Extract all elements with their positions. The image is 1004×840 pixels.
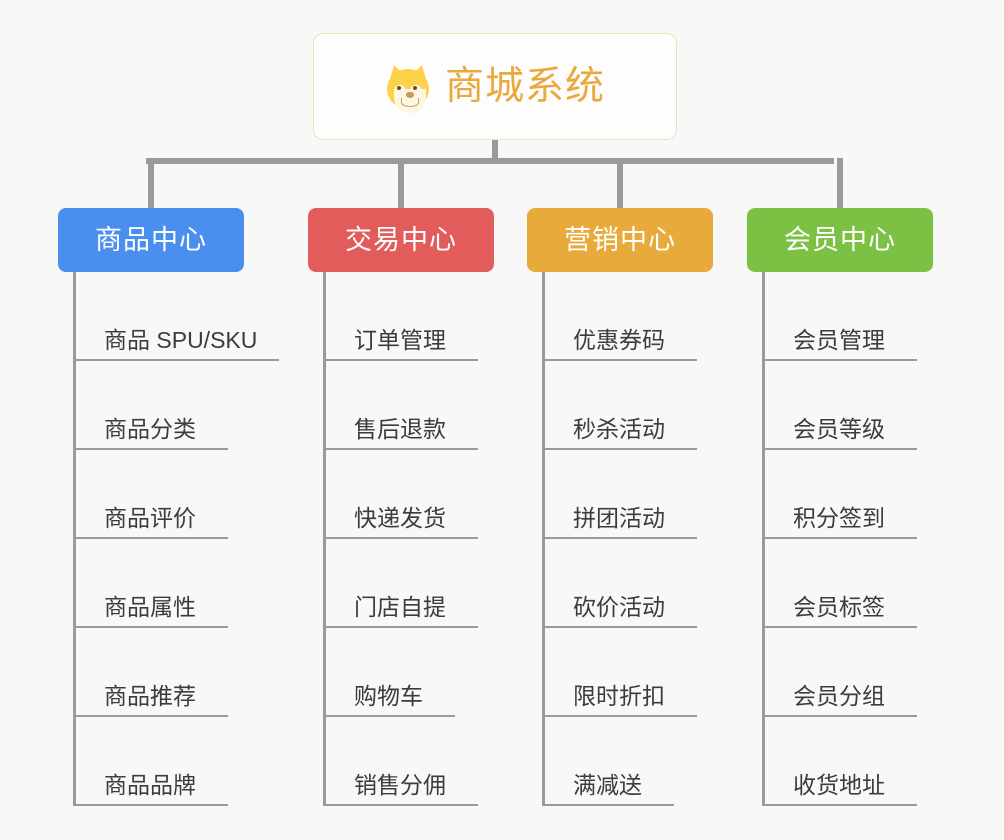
leaf-item-rule	[323, 715, 455, 717]
leaf-item-rule	[542, 448, 697, 450]
category-label: 交易中心	[345, 224, 457, 255]
branch-trunk	[762, 272, 765, 806]
root-title: 商城系统	[444, 65, 605, 108]
connector-horizontal-bar	[146, 158, 834, 164]
leaf-item-label: 商品 SPU/SKU	[104, 327, 258, 353]
leaf-item-rule	[762, 537, 917, 539]
leaf-item[interactable]: 限时折扣	[542, 628, 697, 717]
category-card-0[interactable]: 商品中心	[58, 208, 244, 272]
dog-face-icon	[385, 62, 431, 113]
connector-drop-1	[398, 158, 404, 210]
leaf-item[interactable]: 商品品牌	[73, 717, 228, 806]
leaf-item[interactable]: 售后退款	[323, 361, 478, 450]
leaf-item-label: 购物车	[354, 683, 423, 709]
leaf-item-rule	[323, 537, 478, 539]
leaf-item-label: 会员标签	[793, 594, 885, 620]
root-node-shop-system[interactable]: 商城系统	[313, 33, 677, 140]
leaf-item-label: 门店自提	[354, 594, 446, 620]
category-card-1[interactable]: 交易中心	[308, 208, 494, 272]
leaf-item-label: 会员分组	[793, 683, 885, 709]
leaf-item-rule	[323, 359, 478, 361]
leaf-item[interactable]: 会员标签	[762, 539, 917, 628]
leaf-item-rule	[542, 537, 697, 539]
leaf-item-rule	[323, 448, 478, 450]
leaf-item[interactable]: 会员分组	[762, 628, 917, 717]
leaf-item-label: 砍价活动	[573, 594, 665, 620]
leaf-item[interactable]: 砍价活动	[542, 539, 697, 628]
leaf-item-rule	[762, 626, 917, 628]
leaf-item-rule	[73, 448, 228, 450]
leaf-item-label: 商品评价	[104, 505, 196, 531]
leaf-item-rule	[542, 804, 674, 806]
dog-head-icon	[386, 68, 429, 113]
leaf-item-rule	[542, 715, 697, 717]
leaf-item[interactable]: 优惠券码	[542, 272, 697, 361]
leaf-item[interactable]: 满减送	[542, 717, 674, 806]
leaf-item[interactable]: 商品属性	[73, 539, 228, 628]
leaf-item[interactable]: 商品分类	[73, 361, 228, 450]
category-label: 营销中心	[564, 224, 676, 255]
connector-drop-3	[837, 158, 843, 210]
leaf-item-rule	[542, 359, 697, 361]
leaf-item[interactable]: 会员等级	[762, 361, 917, 450]
leaf-item-rule	[323, 804, 478, 806]
leaf-item-rule	[73, 804, 228, 806]
leaf-item-rule	[73, 626, 228, 628]
leaf-item-rule	[762, 804, 917, 806]
leaf-item-label: 积分签到	[793, 505, 885, 531]
leaf-item[interactable]: 收货地址	[762, 717, 917, 806]
leaf-item-rule	[323, 626, 478, 628]
leaf-item[interactable]: 秒杀活动	[542, 361, 697, 450]
leaf-item-label: 快递发货	[354, 505, 446, 531]
leaf-item[interactable]: 销售分佣	[323, 717, 478, 806]
leaf-item-rule	[542, 626, 697, 628]
leaf-item[interactable]: 订单管理	[323, 272, 478, 361]
category-label: 商品中心	[95, 224, 207, 255]
leaf-item-label: 限时折扣	[573, 683, 665, 709]
leaf-item-label: 销售分佣	[354, 772, 446, 798]
leaf-item[interactable]: 商品评价	[73, 450, 228, 539]
leaf-item-rule	[762, 448, 917, 450]
leaf-item-label: 商品推荐	[104, 683, 196, 709]
leaf-item[interactable]: 商品推荐	[73, 628, 228, 717]
dog-eye-left-icon	[394, 84, 405, 91]
category-label: 会员中心	[784, 224, 896, 255]
leaf-item-rule	[73, 715, 228, 717]
leaf-item-label: 商品属性	[104, 594, 196, 620]
leaf-item-rule	[73, 537, 228, 539]
leaf-item-label: 满减送	[573, 772, 642, 798]
leaf-item-label: 订单管理	[354, 327, 446, 353]
leaf-item-label: 商品分类	[104, 416, 196, 442]
branch-trunk	[542, 272, 545, 806]
leaf-item-label: 会员管理	[793, 327, 885, 353]
leaf-item[interactable]: 会员管理	[762, 272, 917, 361]
connector-drop-0	[148, 158, 154, 210]
leaf-item-label: 会员等级	[793, 416, 885, 442]
leaf-item-label: 秒杀活动	[573, 416, 665, 442]
dog-eye-right-icon	[410, 84, 421, 91]
connector-root-stem	[492, 140, 498, 164]
leaf-item[interactable]: 积分签到	[762, 450, 917, 539]
category-card-2[interactable]: 营销中心	[527, 208, 713, 272]
leaf-item[interactable]: 拼团活动	[542, 450, 697, 539]
leaf-item-label: 收货地址	[793, 772, 885, 798]
leaf-item[interactable]: 购物车	[323, 628, 455, 717]
leaf-item-label: 商品品牌	[104, 772, 196, 798]
leaf-item-label: 售后退款	[354, 416, 446, 442]
leaf-item-rule	[73, 359, 279, 361]
leaf-item-rule	[762, 715, 917, 717]
branch-trunk	[73, 272, 76, 806]
leaf-item[interactable]: 商品 SPU/SKU	[73, 272, 279, 361]
branch-trunk	[323, 272, 326, 806]
connector-drop-2	[617, 158, 623, 210]
leaf-item[interactable]: 快递发货	[323, 450, 478, 539]
leaf-item-label: 拼团活动	[573, 505, 665, 531]
dog-nose-icon	[405, 91, 414, 98]
leaf-item-label: 优惠券码	[573, 327, 665, 353]
leaf-item[interactable]: 门店自提	[323, 539, 478, 628]
dog-mouth-icon	[400, 97, 419, 107]
category-card-3[interactable]: 会员中心	[747, 208, 933, 272]
leaf-item-rule	[762, 359, 917, 361]
